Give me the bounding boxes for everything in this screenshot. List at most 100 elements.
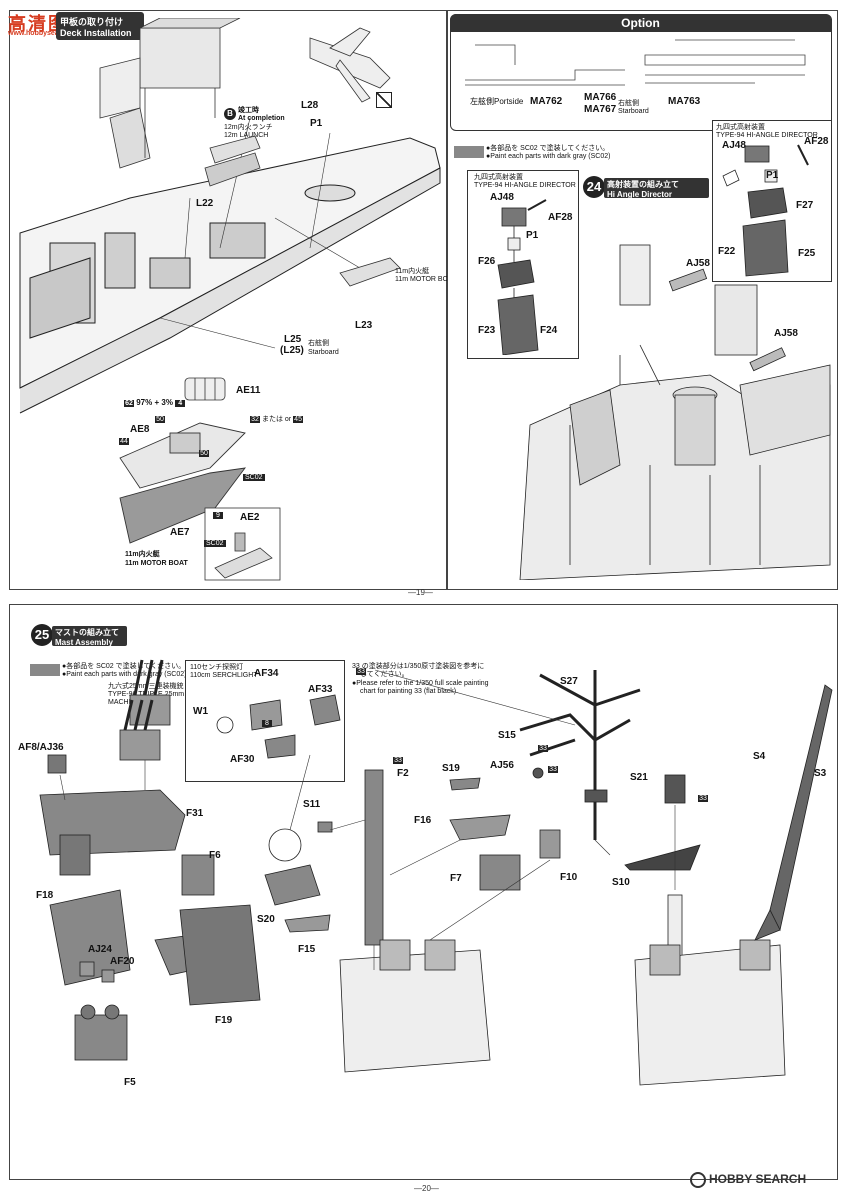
mast-f5: F5 xyxy=(124,1077,136,1088)
mast-paint-33-a: 33 xyxy=(393,757,403,764)
hobbysearch-icon xyxy=(690,1172,706,1188)
deck-header-jp: 甲板の取り付け xyxy=(60,17,124,27)
director2-en: TYPE-94 HI-ANGLE DIRECTOR xyxy=(716,132,818,139)
ae8-boat xyxy=(119,422,246,489)
mast-assembly-drawing xyxy=(39,659,833,1086)
option-paint-note-en: ●Paint each parts with dark gray (SC02) xyxy=(486,153,611,160)
mast-af8-aj36: AF8/AJ36 xyxy=(18,742,64,753)
paint-chip-9: 9 xyxy=(213,512,223,519)
d2-p1: P1 xyxy=(766,170,779,181)
ae7-hull xyxy=(119,467,247,544)
mast-paint-note-en: ●Paint each parts with dark gray (SC02) xyxy=(62,671,187,678)
step24-en: Hi Angle Director Assembly xyxy=(607,190,673,208)
option-paint-note-jp: ●各部品を SC02 で塗装してください。 xyxy=(486,145,610,152)
note33-en1: ●Please refer to the 1/350 full scale pa… xyxy=(352,680,489,687)
mast-paint-note-jp: ●各部品を SC02 で塗装してください。 xyxy=(62,663,186,670)
mast-paint-8: 8 xyxy=(262,720,272,727)
hobbysearch-brand: HOBBY SEARCH xyxy=(690,1172,806,1188)
step-b-jp: 竣工時 xyxy=(238,107,259,114)
mast-af30: AF30 xyxy=(230,754,255,765)
step24-header: 高射装置の組み立て Hi Angle Director Assembly xyxy=(604,178,709,208)
step25-badge: 25 xyxy=(31,624,53,646)
part-ae11: AE11 xyxy=(236,385,261,396)
director1-en: TYPE-94 HI-ANGLE DIRECTOR xyxy=(474,182,576,189)
d1-f26: F26 xyxy=(478,256,496,267)
mast-s19: S19 xyxy=(442,763,460,774)
option-box xyxy=(450,14,832,131)
paint-sc02-top: SC02 xyxy=(243,474,265,481)
deck-header-en: Deck Installation xyxy=(60,28,132,38)
part-p1-top: P1 xyxy=(310,118,323,129)
paint-chip-44: 44 xyxy=(119,438,129,445)
part-l28: L28 xyxy=(301,100,319,111)
mast-aj24: AJ24 xyxy=(88,944,112,955)
step25-en: Mast Assembly xyxy=(55,638,113,647)
mast-f7: F7 xyxy=(450,873,462,884)
paint-chip-32: 32 xyxy=(250,416,260,423)
d1-af28: AF28 xyxy=(548,212,573,223)
ship-hull xyxy=(19,137,441,414)
mast-f19: F19 xyxy=(215,1015,233,1026)
d2-f25: F25 xyxy=(798,248,816,259)
page-number-19: —19— xyxy=(408,588,433,597)
option-starboard-en: Starboard xyxy=(618,108,649,115)
mast-paint-33-b: 33 xyxy=(548,766,558,773)
step25-jp: マストの組み立て xyxy=(55,628,119,637)
mast-s3: S3 xyxy=(814,768,827,779)
part-l23: L23 xyxy=(355,320,373,331)
superstructure-drawing xyxy=(519,244,831,580)
mast-f6: F6 xyxy=(209,850,221,861)
d2-aj48: AJ48 xyxy=(722,140,746,151)
paint-chip-4: 4 xyxy=(175,400,186,407)
option-ma767: MA767 xyxy=(584,104,617,115)
paint-chip-62: 62 xyxy=(124,400,134,407)
step-b-en: At completion xyxy=(238,115,285,122)
paint-chip-45: 45 xyxy=(293,416,304,423)
option-railings xyxy=(465,39,806,86)
option-ma766: MA766 xyxy=(584,92,617,103)
mast-paint-33-e: 33 xyxy=(698,795,708,802)
mast-s11: S11 xyxy=(303,799,321,810)
motorboat-label-en: 11m MOTOR BOAT xyxy=(395,276,457,283)
no-glue-icon xyxy=(376,92,392,108)
d1-f23: F23 xyxy=(478,325,496,336)
part-ae7: AE7 xyxy=(170,527,190,538)
director2-jp: 九四式高射装置 xyxy=(716,124,765,131)
d2-af28: AF28 xyxy=(804,136,829,147)
paint-mix-text: 97% + 3% xyxy=(136,398,173,407)
paint-chip-50a: 50 xyxy=(155,416,165,423)
machine-guns xyxy=(119,659,171,761)
watermark-logo: 高清图 xyxy=(8,14,68,34)
director2-drawing xyxy=(722,144,809,277)
mast-f18: F18 xyxy=(36,890,54,901)
mast-f2: F2 xyxy=(397,768,409,779)
option-title: Option xyxy=(450,14,831,32)
step-b-badge: B xyxy=(224,108,236,120)
part-aj58-2: AJ58 xyxy=(774,328,798,339)
d2-f22: F22 xyxy=(718,246,736,257)
step24-badge: 24 xyxy=(583,176,605,198)
deck-drawing xyxy=(19,18,441,581)
mast-s10: S10 xyxy=(612,877,630,888)
option-starboard-jp: 右舷側 xyxy=(618,100,639,107)
mast-paint-33-c: 33 xyxy=(538,745,548,752)
motorboat2-label-jp: 11m内火艇 xyxy=(125,551,160,558)
step25-header: マストの組み立て Mast Assembly xyxy=(52,626,127,647)
starboard-label-en: Starboard xyxy=(308,349,339,356)
note33-jp2: してください。 xyxy=(360,671,409,678)
mast-paint-33-d: 33 xyxy=(356,668,366,675)
part-ae2: AE2 xyxy=(240,512,260,523)
watermark-url: www.hobbysearch.com xyxy=(8,30,86,37)
deck-installation-header: 甲板の取り付け Deck Installation xyxy=(56,12,144,40)
mast-w1: W1 xyxy=(193,706,208,717)
starboard-label-jp: 右舷側 xyxy=(308,340,329,347)
searchlight-jp: 110センチ探照灯 xyxy=(190,664,244,671)
option-ma763: MA763 xyxy=(668,96,701,107)
part-aj58-1: AJ58 xyxy=(686,258,710,269)
searchlight-en: 110cm SERCHLIGHT xyxy=(190,672,258,679)
mast-s27: S27 xyxy=(560,676,578,687)
paint-mix-label: 62 97% + 3% 4 xyxy=(124,398,186,407)
part-l25: L25 xyxy=(284,334,302,345)
mast-af34: AF34 xyxy=(254,668,279,679)
paint-or-text: または or xyxy=(261,416,292,423)
